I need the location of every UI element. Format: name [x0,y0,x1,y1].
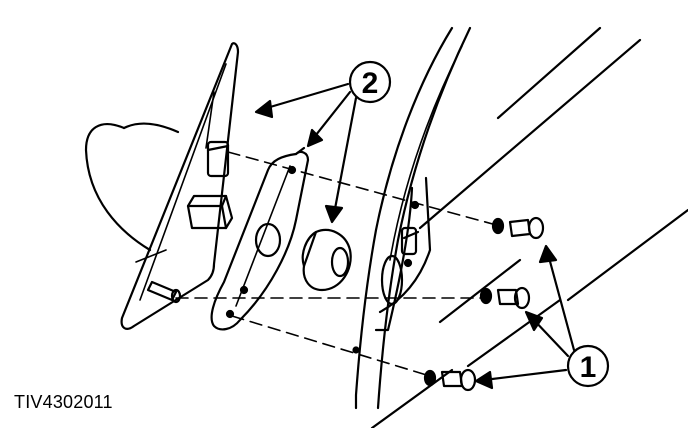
bolt-middle [481,288,529,308]
callout-label-2: 2 [362,67,379,100]
figure-id-label: TIV4302011 [14,392,113,413]
bolt-lower [425,370,475,390]
callout-1-leaders [476,246,574,388]
mirror-housing [86,124,178,250]
grommet [303,230,351,290]
callout-label-1: 1 [580,351,597,384]
mirror-base-plate [122,43,238,329]
bolt-upper [493,218,543,238]
alignment-lines [176,152,500,376]
